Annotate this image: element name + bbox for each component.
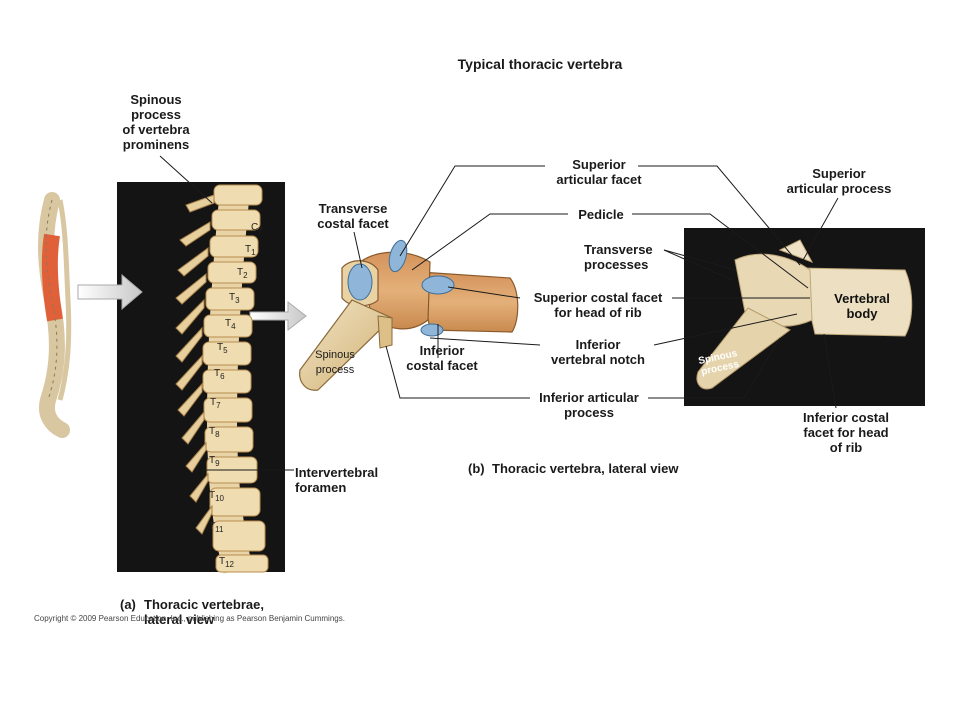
vertebra-label-t10: T10	[209, 490, 225, 503]
label-inferior-costal-facet: Inferior costal facet	[406, 343, 478, 373]
label-inferior-articular-process: Inferior articular process	[539, 390, 639, 420]
vertebra-label-t11: T11	[209, 521, 224, 534]
vertebra-label-t8: T8	[209, 426, 220, 439]
label-transverse-costal-facet: Transverse costal facet	[317, 201, 389, 231]
caption-b-tag: (b)	[468, 461, 485, 476]
vertebra-number: 5	[223, 346, 228, 355]
label-spinous-process: Spinous process	[315, 349, 355, 376]
vertebra-letter: T	[217, 342, 224, 353]
vertebra-illustration	[299, 239, 519, 391]
caption-a-tag: (a)	[120, 597, 136, 612]
label-inferior-vertebral-notch: Inferior vertebral notch	[551, 337, 645, 367]
vertebra-number: 2	[243, 271, 248, 280]
label-pedicle: Pedicle	[578, 207, 624, 222]
vertebra-label-t2: T2	[237, 267, 248, 280]
caption-a: (a) Thoracic vertebrae, lateral view	[120, 582, 300, 627]
vertebra-number: 4	[231, 322, 236, 331]
vertebra-number: 7	[216, 401, 221, 410]
thoracic-spine-photo	[175, 184, 269, 574]
vertebra-label-c7: C7	[251, 222, 263, 235]
copyright-text: Copyright © 2009 Pearson Education, Inc.…	[34, 614, 345, 623]
caption-b: (b) Thoracic vertebra, lateral view	[468, 446, 728, 476]
page-title: Typical thoracic vertebra	[457, 56, 623, 72]
vertebra-number: 9	[215, 459, 220, 468]
spine-column-icon	[38, 192, 72, 438]
vertebra-letter: T	[210, 397, 217, 408]
vertebra-number: 3	[235, 296, 240, 305]
label-intervertebral-foramen: Intervertebral foramen	[295, 465, 379, 495]
vertebra-label-t6: T6	[214, 368, 225, 381]
label-superior-articular-process: Superior articular process	[786, 166, 892, 196]
vertebra-number: 7	[258, 226, 263, 235]
vertebra-letter: T	[209, 455, 216, 466]
vertebra-label-t3: T3	[229, 292, 240, 305]
vertebra-label-t12: T12	[219, 556, 235, 569]
vertebra-label-t1: T1	[245, 244, 256, 257]
caption-b-text: Thoracic vertebra, lateral view	[492, 461, 679, 476]
vertebra-number: 8	[215, 430, 220, 439]
vertebra-letter: T	[209, 490, 216, 501]
vertebra-number: 1	[251, 248, 256, 257]
caption-a-text: Thoracic vertebrae, lateral view	[144, 597, 264, 627]
vertebra-letter: T	[209, 426, 216, 437]
vertebra-label-t9: T9	[209, 455, 220, 468]
label-superior-articular-facet: Superior articular facet	[556, 157, 642, 187]
vertebra-label-t4: T4	[225, 318, 236, 331]
vertebra-number: 10	[215, 494, 225, 503]
vertebra-letter: C	[251, 222, 259, 233]
label-vertebral-body: Vertebral body	[834, 291, 890, 321]
vertebra-label-t7: T7	[210, 397, 221, 410]
label-transverse-processes: Transverse processes	[584, 242, 653, 272]
vertebra-letter: T	[209, 521, 216, 532]
vertebra-letter: T	[214, 368, 221, 379]
label-spinous-process-prominens: Spinous process of vertebra prominens	[122, 92, 190, 152]
vertebra-letter: T	[225, 318, 232, 329]
vertebra-letter: T	[245, 244, 252, 255]
vertebra-number: 11	[215, 525, 224, 534]
vertebra-letter: T	[237, 267, 244, 278]
vertebra-number: 12	[225, 560, 235, 569]
label-superior-costal-facet: Superior costal facet for head of rib	[533, 290, 663, 320]
vertebra-letter: T	[229, 292, 236, 303]
vertebra-label-t5: T5	[217, 342, 228, 355]
vertebra-letter: T	[219, 556, 226, 567]
label-inferior-costal-facet-head: Inferior costal facet for head of rib	[803, 410, 889, 455]
vertebra-photo	[696, 239, 913, 390]
vertebra-number: 6	[220, 372, 225, 381]
